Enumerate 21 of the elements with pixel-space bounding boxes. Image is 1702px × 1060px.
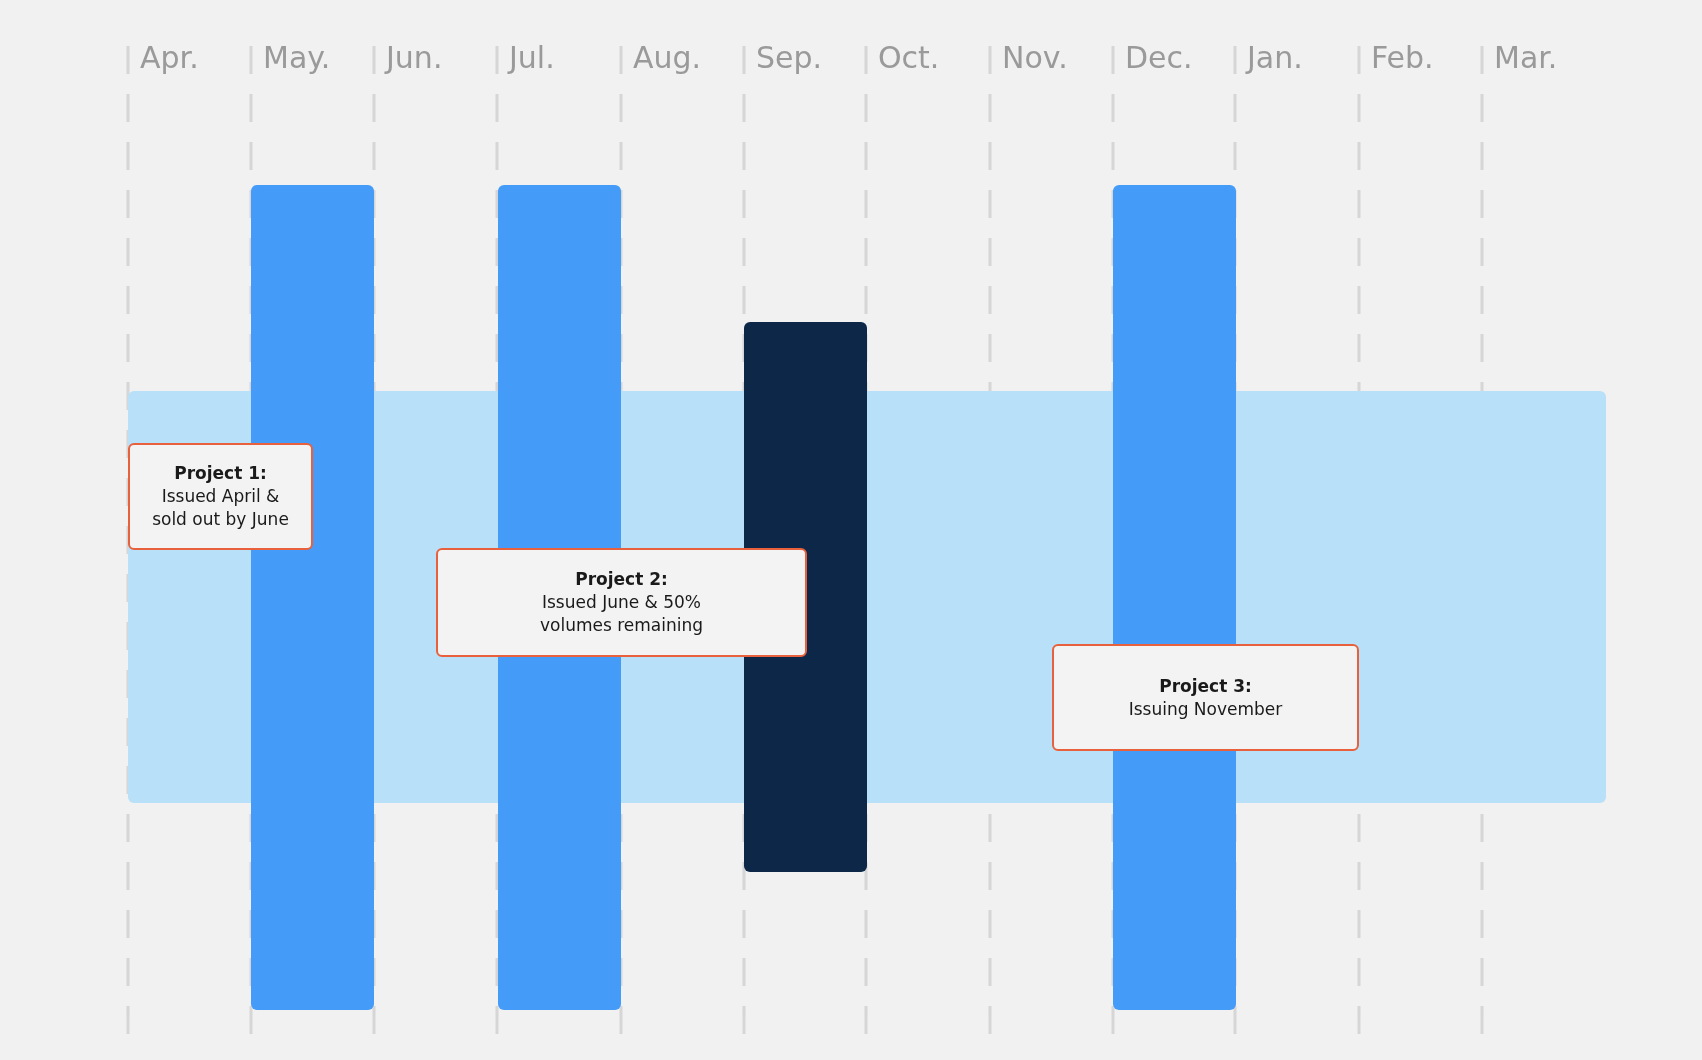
month-label: Dec. <box>1125 40 1193 75</box>
month-label: Jan. <box>1247 40 1303 75</box>
callout-box <box>436 548 807 657</box>
callout-box <box>128 443 313 550</box>
month-label: Jun. <box>386 40 443 75</box>
month-label: Aug. <box>633 40 702 75</box>
month-label: Jul. <box>509 40 555 75</box>
callout-box <box>1052 644 1359 751</box>
month-label: May. <box>263 40 331 75</box>
callout-heading: Project 1: <box>174 462 267 485</box>
month-label: Mar. <box>1494 40 1558 75</box>
callout-heading: Project 3: <box>1159 674 1252 698</box>
month-label: Apr. <box>140 40 199 75</box>
callout-heading: Project 2: <box>575 568 668 591</box>
callout-text: Issued April & sold out by June <box>151 485 290 531</box>
month-label: Oct. <box>878 40 940 75</box>
callout-text: Issuing November <box>1128 697 1283 721</box>
month-label: Feb. <box>1371 40 1434 75</box>
callout-text: Issued June & 50% volumes remaining <box>538 591 705 637</box>
month-label: Sep. <box>756 40 823 75</box>
month-label: Nov. <box>1002 40 1068 75</box>
